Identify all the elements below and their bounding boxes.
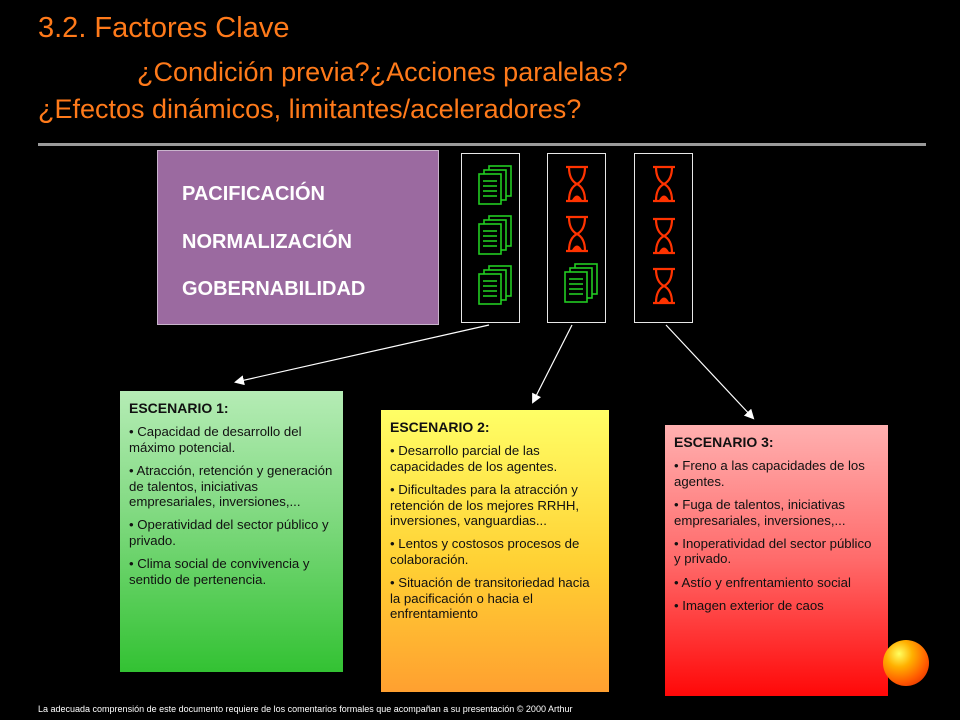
- factor-pacificacion: PACIFICACIÓN: [182, 183, 325, 205]
- scenario-1-item: • Operatividad del sector público y priv…: [129, 517, 329, 548]
- hourglass-icon: [566, 215, 588, 253]
- scenario-3-item: • Freno a las capacidades de los agentes…: [674, 458, 865, 489]
- scenario-3-item: • Imagen exterior de caos: [674, 598, 824, 614]
- icon-column-3: [634, 153, 693, 323]
- arrow-to-scenario-1: [234, 324, 490, 386]
- document-stack-icon: [478, 215, 512, 255]
- scenario-2-item: • Lentos y costosos procesos de colabora…: [390, 536, 580, 567]
- scenario-2-item: • Situación de transitoriedad hacia la p…: [390, 575, 590, 622]
- hourglass-icon: [566, 165, 588, 203]
- hourglass-icon: [653, 165, 675, 203]
- title-divider: [38, 143, 926, 146]
- arrow-to-scenario-2: [532, 324, 573, 404]
- scenario-3-item: • Inoperatividad del sector público y pr…: [674, 536, 872, 567]
- arrow-to-scenario-3: [665, 324, 755, 420]
- scenario-3-box: ESCENARIO 3: • Freno a las capacidades d…: [665, 425, 888, 696]
- scenario-3-item: • Fuga de talentos, iniciativas empresar…: [674, 497, 846, 528]
- hourglass-icon: [653, 267, 675, 305]
- key-factors-box: PACIFICACIÓN NORMALIZACIÓN GOBERNABILIDA…: [157, 150, 439, 325]
- footer-disclaimer: La adecuada comprensión de este document…: [38, 704, 573, 714]
- scenario-1-item: • Clima social de convivencia y sentido …: [129, 556, 310, 587]
- document-stack-icon: [478, 265, 512, 305]
- scenario-1-title: ESCENARIO 1:: [129, 400, 229, 416]
- factor-gobernabilidad: GOBERNABILIDAD: [182, 278, 366, 300]
- factor-normalizacion: NORMALIZACIÓN: [182, 231, 352, 253]
- scenario-2-title: ESCENARIO 2:: [390, 419, 490, 435]
- icon-column-1: [461, 153, 520, 323]
- scenario-1-item: • Atracción, retención y generación de t…: [129, 463, 333, 510]
- scenario-3-title: ESCENARIO 3:: [674, 434, 774, 450]
- document-stack-icon: [564, 263, 598, 303]
- scenario-2-item: • Desarrollo parcial de las capacidades …: [390, 443, 558, 474]
- scenario-1-box: ESCENARIO 1: • Capacidad de desarrollo d…: [120, 391, 343, 672]
- scenario-3-item: • Astío y enfrentamiento social: [674, 574, 851, 590]
- decorative-orb-icon: [883, 640, 929, 686]
- slide-subtitle-line-1: ¿Condición previa?¿Acciones paralelas?: [137, 57, 628, 87]
- scenario-1-item: • Capacidad de desarrollo del máximo pot…: [129, 424, 302, 455]
- icon-column-2: [547, 153, 606, 323]
- document-stack-icon: [478, 165, 512, 205]
- scenario-2-item: • Dificultades para la atracción y reten…: [390, 482, 580, 529]
- hourglass-icon: [653, 217, 675, 255]
- scenario-2-box: ESCENARIO 2: • Desarrollo parcial de las…: [381, 410, 609, 692]
- slide-subtitle-line-2: ¿Efectos dinámicos, limitantes/acelerado…: [38, 94, 582, 124]
- slide-title: 3.2. Factores Clave: [38, 12, 290, 44]
